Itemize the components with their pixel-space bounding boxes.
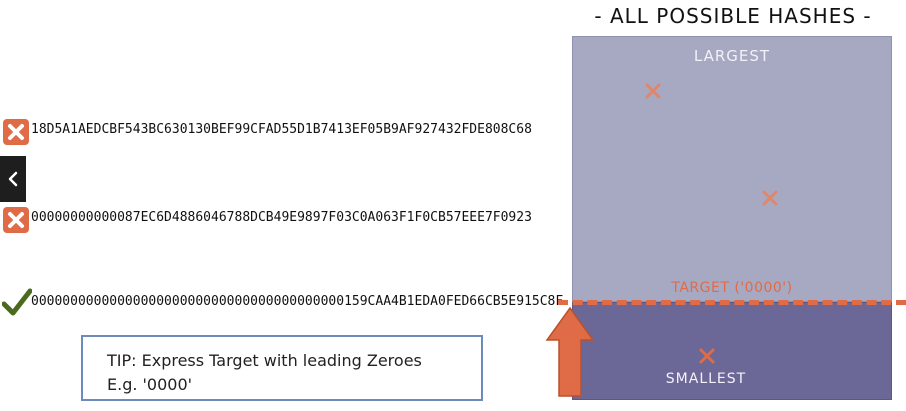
largest-label: LARGEST [693, 47, 771, 65]
hash-space-below-target [572, 302, 892, 400]
chevron-left-icon [8, 171, 18, 187]
tip-text: TIP: Express Target with leading Zeroes [107, 351, 422, 370]
hash-space-above-target [572, 36, 892, 302]
rejected-hash-marker [762, 190, 778, 206]
previous-slide-button[interactable] [0, 156, 26, 202]
arrow-up-icon [545, 306, 595, 397]
checkmark-icon [2, 288, 32, 316]
x-icon [3, 207, 29, 233]
rejected-hash-marker [645, 83, 661, 99]
diagram-title: - ALL POSSIBLE HASHES - [594, 4, 872, 28]
tip-example: E.g. '0000' [107, 375, 193, 394]
hash-value: 00000000000087EC6D4886046788DCB49E9897F0… [31, 210, 532, 225]
target-threshold-line [558, 300, 906, 305]
tip-box: TIP: Express Target with leading Zeroes … [81, 335, 483, 401]
x-icon [3, 119, 29, 145]
valid-hash-marker [699, 348, 715, 364]
smallest-label: SMALLEST [665, 371, 747, 387]
hash-value: 18D5A1AEDCBF543BC630130BEF99CFAD55D1B741… [31, 122, 532, 137]
hash-value: 0000000000000000000000000000000000000000… [31, 294, 564, 309]
target-label: TARGET ('0000') [671, 280, 793, 296]
